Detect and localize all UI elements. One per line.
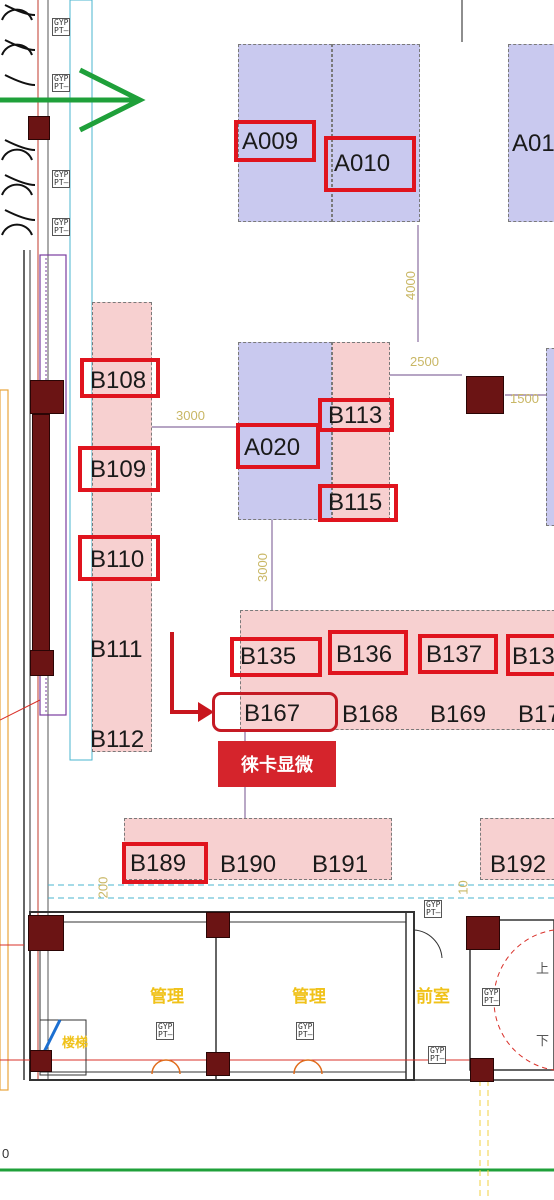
door-tag-line2: PT—	[298, 1030, 313, 1039]
door-tag-line2: PT—	[54, 226, 69, 235]
booth-label-b191[interactable]: B191	[312, 851, 369, 878]
dimension-label: 3000	[176, 408, 205, 423]
highlight-b135	[230, 637, 322, 677]
highlight-b189	[122, 842, 208, 884]
booth-label-b192[interactable]: B192	[490, 851, 547, 878]
entrance-arrow-icon	[0, 67, 146, 133]
dimension-label: 10	[455, 880, 471, 895]
booth-label-b109[interactable]: B109	[90, 456, 147, 483]
door-tag-line2: PT—	[430, 1054, 445, 1063]
highlight-b13	[506, 634, 554, 676]
pillar-icon	[30, 650, 54, 676]
door-tag-line1: GYP	[484, 988, 499, 997]
dimension-label: 3000	[254, 553, 270, 582]
highlight-b109	[78, 446, 160, 492]
booth-label-b137[interactable]: B137	[426, 641, 483, 668]
door-tag-line1: GYP	[54, 74, 69, 83]
stairs-down-label: 下	[536, 1034, 550, 1049]
booth-label-b136[interactable]: B136	[336, 641, 393, 668]
pillar-icon	[30, 1050, 52, 1072]
exhibitor-callout: 徕卡显微	[218, 741, 336, 787]
room-label-stairs: 楼梯	[62, 1036, 89, 1051]
dimension-label: 1500	[510, 391, 539, 406]
pillar-icon	[206, 1052, 230, 1076]
booth-label-b169[interactable]: B169	[430, 701, 487, 728]
booth-label-b115[interactable]: B115	[328, 489, 383, 516]
highlight-a010	[324, 136, 416, 192]
room-label-management: 管理	[292, 987, 326, 1007]
door-tag-line2: PT—	[54, 82, 69, 91]
highlight-b137	[418, 634, 498, 674]
pillar-icon	[466, 916, 500, 950]
highlight-a020	[236, 423, 320, 469]
booth-label-b167[interactable]: B167	[244, 700, 301, 727]
door-tag-line1: GYP	[54, 218, 69, 227]
pillar-icon	[30, 380, 64, 414]
booth-label-b111[interactable]: B111	[90, 636, 143, 663]
booth-label-a01[interactable]: A01	[512, 130, 554, 157]
booth-label-a009[interactable]: A009	[242, 128, 299, 155]
pointer-arrow-icon	[170, 632, 214, 722]
highlight-b108	[80, 358, 160, 398]
room-label-anteroom: 前室	[416, 987, 450, 1007]
booth-label-a010[interactable]: A010	[334, 150, 391, 177]
highlight-b167	[212, 692, 338, 732]
dimension-label: 200	[95, 876, 111, 899]
door-tag-line2: PT—	[54, 26, 69, 35]
booth-label-b17[interactable]: B17	[518, 701, 554, 728]
dimension-label: 4000	[402, 271, 418, 300]
room-label-management: 管理	[150, 987, 184, 1007]
highlight-b110	[78, 535, 160, 581]
pillar-icon	[32, 414, 50, 654]
pillar-icon	[466, 376, 504, 414]
door-tag-line2: PT—	[484, 996, 499, 1005]
door-tag-line1: GYP	[430, 1046, 445, 1055]
stairs-up-label: 上	[536, 962, 550, 977]
booth-label-a020[interactable]: A020	[244, 434, 301, 461]
highlight-b113	[318, 398, 394, 432]
door-tag-line1: GYP	[54, 18, 69, 27]
highlight-b136	[328, 630, 408, 675]
door-tag-line1: GYP	[298, 1022, 313, 1031]
booth-label-b189[interactable]: B189	[130, 850, 187, 877]
pillar-icon	[206, 912, 230, 938]
dimension-label: 2500	[410, 354, 439, 369]
callout-text: 徕卡显微	[241, 755, 313, 776]
booth-label-b113[interactable]: B113	[328, 402, 383, 429]
pillar-icon	[470, 1058, 494, 1082]
door-tag-line1: GYP	[158, 1022, 173, 1031]
booth-label-b135[interactable]: B135	[240, 643, 297, 670]
door-swing-icon	[151, 1059, 181, 1075]
booth-label-b108[interactable]: B108	[90, 367, 147, 394]
booth-label-b13[interactable]: B13	[512, 643, 554, 670]
highlight-b115	[318, 484, 398, 522]
highlight-a009	[234, 120, 316, 162]
door-tag-line2: PT—	[158, 1030, 173, 1039]
door-tag-line2: PT—	[54, 178, 69, 187]
door-tag-line1: GYP	[54, 170, 69, 179]
booth-label-b190[interactable]: B190	[220, 851, 277, 878]
pillar-icon	[28, 116, 50, 140]
pillar-icon	[28, 915, 64, 951]
door-tag-line2: PT—	[426, 908, 441, 917]
edge-number: 0	[2, 1146, 10, 1161]
booth-label-b168[interactable]: B168	[342, 701, 399, 728]
booth-label-b112[interactable]: B112	[90, 726, 145, 753]
booth-label-b110[interactable]: B110	[90, 546, 145, 573]
door-tag-line1: GYP	[426, 900, 441, 909]
